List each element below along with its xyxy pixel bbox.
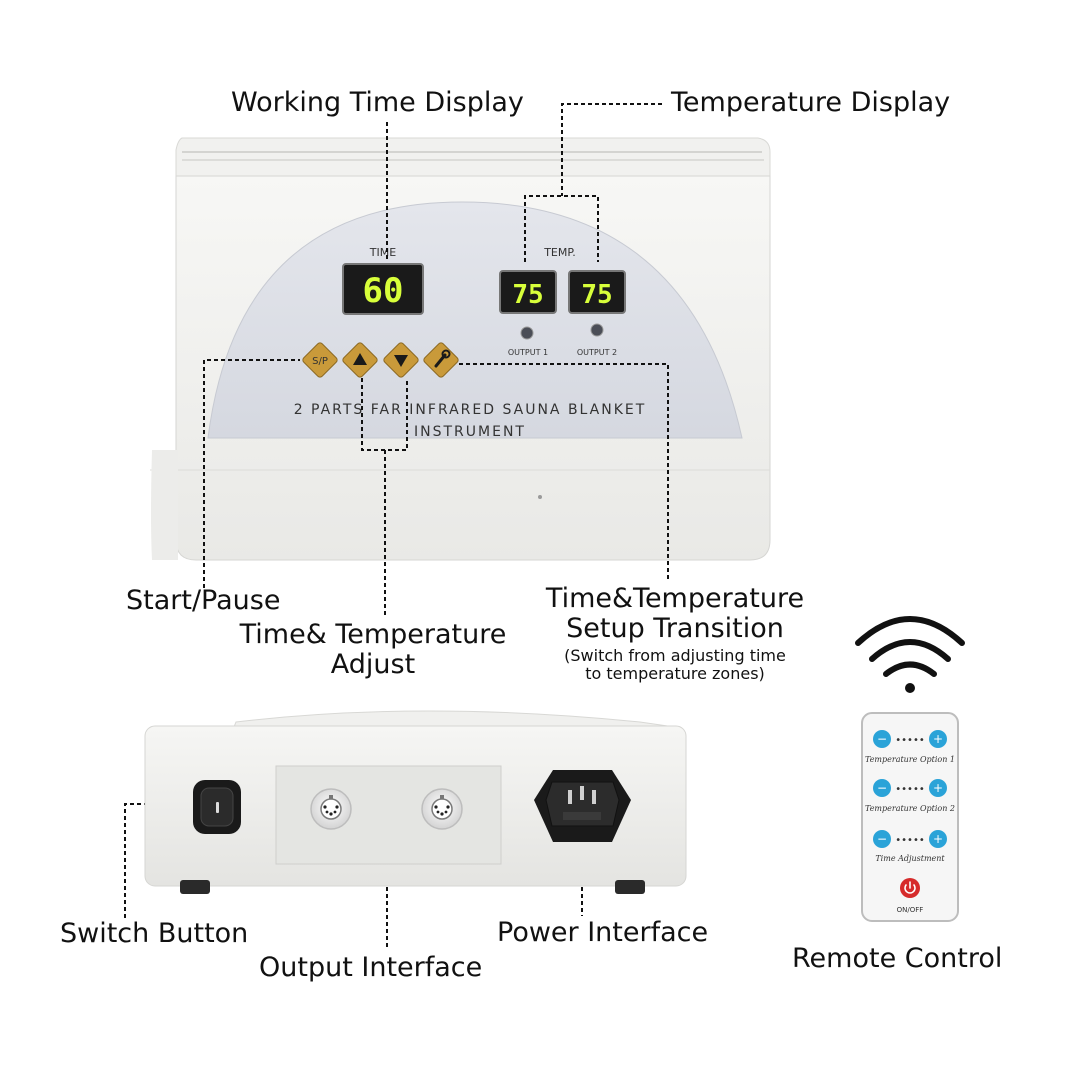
remote-minus-button-2[interactable] bbox=[873, 779, 891, 797]
setup-transition-note-line2: to temperature zones) bbox=[585, 663, 765, 683]
svg-text:•••••: ••••• bbox=[895, 835, 925, 846]
time-display-value: 60 bbox=[363, 271, 404, 311]
temp-display-1 bbox=[499, 270, 557, 314]
up-arrow-icon bbox=[353, 353, 367, 365]
remote-power-button[interactable] bbox=[900, 878, 920, 898]
remote-plus-button-2[interactable] bbox=[929, 779, 947, 797]
setup-transition-label: Time&Temperature Setup Transition (Switc… bbox=[537, 584, 813, 683]
remote-power-label: ON/OFF bbox=[897, 906, 924, 914]
remote-minus-button-3[interactable] bbox=[873, 830, 891, 848]
svg-text:+: + bbox=[933, 732, 943, 746]
temp-display-2-value: 75 bbox=[581, 280, 612, 310]
down-arrow-icon bbox=[394, 355, 408, 367]
remote-plus-button-3[interactable] bbox=[929, 830, 947, 848]
start-pause-button[interactable]: S/P bbox=[302, 342, 339, 379]
setup-button[interactable] bbox=[423, 342, 460, 379]
rocker-switch-icon[interactable] bbox=[193, 780, 241, 834]
switch-button-label: Switch Button bbox=[60, 918, 249, 949]
output-1-led bbox=[520, 326, 534, 340]
temp-label: TEMP. bbox=[543, 246, 576, 259]
time-display bbox=[342, 263, 424, 315]
remote-minus-button-1[interactable] bbox=[873, 730, 891, 748]
sensor-dot bbox=[538, 495, 542, 499]
time-temp-adjust-line2: Adjust bbox=[330, 648, 416, 680]
setup-transition-line1: Time&Temperature bbox=[545, 583, 805, 614]
remote-plus-button-1[interactable] bbox=[929, 730, 947, 748]
svg-text:•••••: ••••• bbox=[895, 784, 925, 795]
din-socket-icon[interactable] bbox=[421, 788, 463, 830]
setup-transition-line2: Setup Transition bbox=[566, 612, 784, 644]
remote-control-label: Remote Control bbox=[792, 943, 1003, 974]
svg-text:−: − bbox=[877, 832, 887, 846]
wifi-icon bbox=[855, 616, 965, 677]
output-1-label: OUTPUT 1 bbox=[508, 348, 548, 357]
output-2-label: OUTPUT 2 bbox=[577, 348, 617, 357]
remote-option-1-label: Temperature Option 1 bbox=[865, 755, 955, 764]
svg-text:−: − bbox=[877, 781, 887, 795]
setup-transition-note-line1: (Switch from adjusting time bbox=[564, 646, 786, 666]
up-button[interactable] bbox=[342, 342, 379, 379]
wrench-icon bbox=[434, 349, 451, 368]
temperature-display-label: Temperature Display bbox=[671, 87, 951, 118]
temp-display-1-value: 75 bbox=[512, 280, 543, 310]
control-panel bbox=[207, 201, 743, 439]
remote-option-2-label: Temperature Option 2 bbox=[865, 804, 955, 813]
working-time-display-label: Working Time Display bbox=[231, 87, 524, 118]
power-interface-label: Power Interface bbox=[497, 917, 709, 948]
svg-text:−: − bbox=[877, 732, 887, 746]
time-temp-adjust-label: Time& Temperature Adjust bbox=[234, 620, 512, 679]
product-name-line2: INSTRUMENT bbox=[414, 424, 526, 440]
output-interface-panel bbox=[275, 765, 502, 865]
svg-text:+: + bbox=[933, 781, 943, 795]
down-button[interactable] bbox=[383, 342, 420, 379]
time-label: TIME bbox=[369, 246, 396, 259]
product-name-line1: 2 PARTS FAR INFRARED SAUNA BLANKET bbox=[294, 402, 647, 418]
time-temp-adjust-line1: Time& Temperature bbox=[239, 619, 507, 650]
svg-text:S/P: S/P bbox=[312, 356, 328, 367]
output-interface-label: Output Interface bbox=[259, 952, 483, 983]
din-socket-icon[interactable] bbox=[310, 788, 352, 830]
temp-display-2 bbox=[568, 270, 626, 314]
power-icon bbox=[904, 881, 916, 894]
svg-text:+: + bbox=[933, 832, 943, 846]
output-2-led bbox=[590, 323, 604, 337]
start-pause-label: Start/Pause bbox=[126, 585, 281, 616]
remote-option-3-label: Time Adjustment bbox=[875, 854, 945, 863]
iec-power-socket-icon[interactable] bbox=[534, 770, 631, 842]
remote-control: − ••••• + Temperature Option 1 − ••••• +… bbox=[861, 712, 959, 922]
svg-text:•••••: ••••• bbox=[895, 735, 925, 746]
